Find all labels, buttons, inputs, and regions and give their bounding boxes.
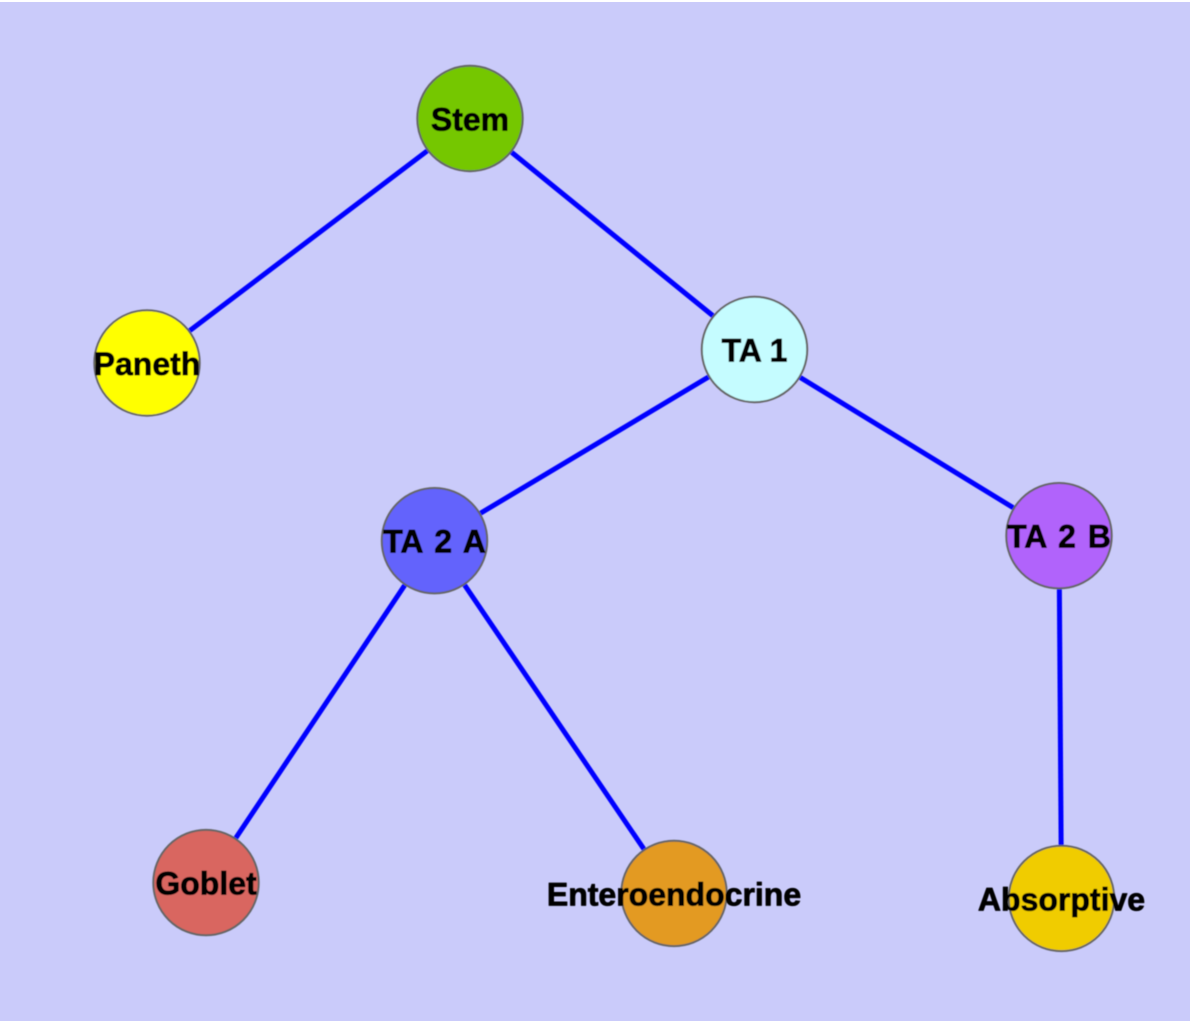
svg-text:Paneth: Paneth [94, 346, 201, 382]
svg-text:TA 2 B: TA 2 B [1007, 519, 1111, 555]
svg-text:Absorptive: Absorptive [978, 881, 1145, 917]
svg-text:Goblet: Goblet [155, 866, 257, 902]
svg-text:TA 2 A: TA 2 A [383, 524, 486, 560]
svg-text:TA 1: TA 1 [722, 333, 788, 369]
svg-text:Stem: Stem [431, 102, 509, 138]
svg-text:Enteroendocrine: Enteroendocrine [547, 876, 801, 912]
